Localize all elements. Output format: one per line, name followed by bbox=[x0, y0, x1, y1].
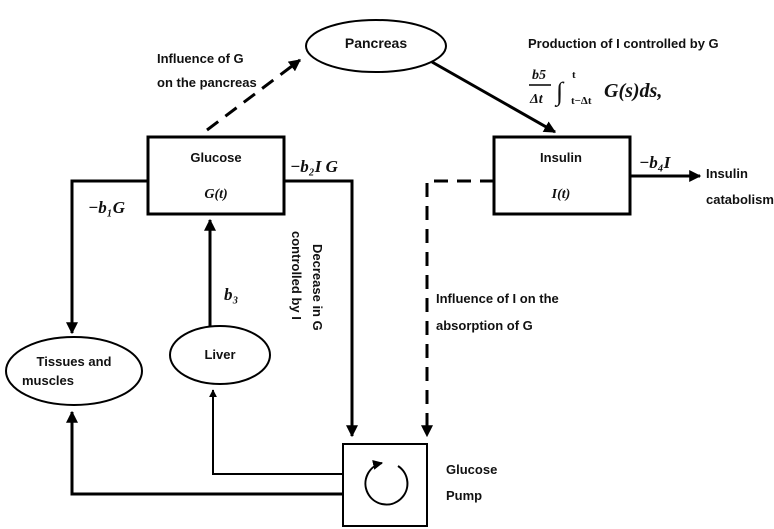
production-arrow bbox=[431, 60, 557, 134]
formula-upper-limit: t bbox=[572, 69, 576, 81]
formula-fraction-numerator: b5 bbox=[532, 68, 546, 83]
glucose-box bbox=[146, 135, 286, 216]
production-formula: b5 Δt ∫ t t−Δt G(s)ds, bbox=[529, 68, 662, 107]
b2-rate: −b₂I G bbox=[290, 157, 339, 176]
influence-i-label-line2: absorption of G bbox=[436, 318, 533, 333]
glucose-variable: G(t) bbox=[204, 187, 227, 202]
production-label: Production of I controlled by G bbox=[528, 36, 719, 51]
influence-g-label-line1: Influence of G bbox=[157, 51, 244, 66]
influence-g-arrow bbox=[206, 58, 301, 132]
catabolism-label-line2: catabolism bbox=[706, 192, 774, 207]
formula-body: G(s)ds, bbox=[604, 80, 662, 102]
b1-rate: −b₁G bbox=[88, 198, 126, 217]
pump-to-tissues-arrow bbox=[66, 410, 343, 496]
pump-to-liver-arrow bbox=[209, 389, 343, 475]
formula-fraction-denominator: Δt bbox=[529, 92, 544, 107]
pancreas-node bbox=[305, 19, 447, 73]
liver-label: Liver bbox=[204, 347, 235, 362]
insulin-box bbox=[492, 135, 632, 216]
liver-node bbox=[169, 325, 271, 385]
tissues-label-line2: muscles bbox=[22, 373, 74, 388]
influence-g-label-line2: on the pancreas bbox=[157, 75, 257, 90]
formula-lower-limit: t−Δt bbox=[571, 95, 592, 107]
tissues-label-line1: Tissues and bbox=[37, 354, 112, 369]
pancreas-label: Pancreas bbox=[345, 35, 407, 51]
b1-flow-arrow bbox=[66, 179, 148, 335]
b3-rate: b₃ bbox=[224, 285, 239, 304]
glucose-pump-box bbox=[342, 443, 428, 527]
decrease-label-line1: Decrease in G bbox=[310, 244, 325, 331]
influence-i-arrow bbox=[421, 179, 494, 438]
decrease-label-line2: controlled by I bbox=[289, 231, 304, 320]
glucose-title: Glucose bbox=[190, 150, 241, 165]
tissues-node bbox=[5, 336, 143, 406]
insulin-title: Insulin bbox=[540, 150, 582, 165]
pump-label-line1: Glucose bbox=[446, 462, 497, 477]
insulin-variable: I(t) bbox=[551, 187, 571, 202]
b4-rate: −b₄I bbox=[639, 153, 672, 172]
b2-flow-arrow bbox=[284, 179, 358, 438]
pump-label-line2: Pump bbox=[446, 488, 482, 503]
formula-integral-sign: ∫ bbox=[554, 77, 565, 107]
pump-rotation-icon bbox=[364, 460, 409, 506]
influence-i-label-line1: Influence of I on the bbox=[436, 291, 559, 306]
catabolism-label-line1: Insulin bbox=[706, 166, 748, 181]
